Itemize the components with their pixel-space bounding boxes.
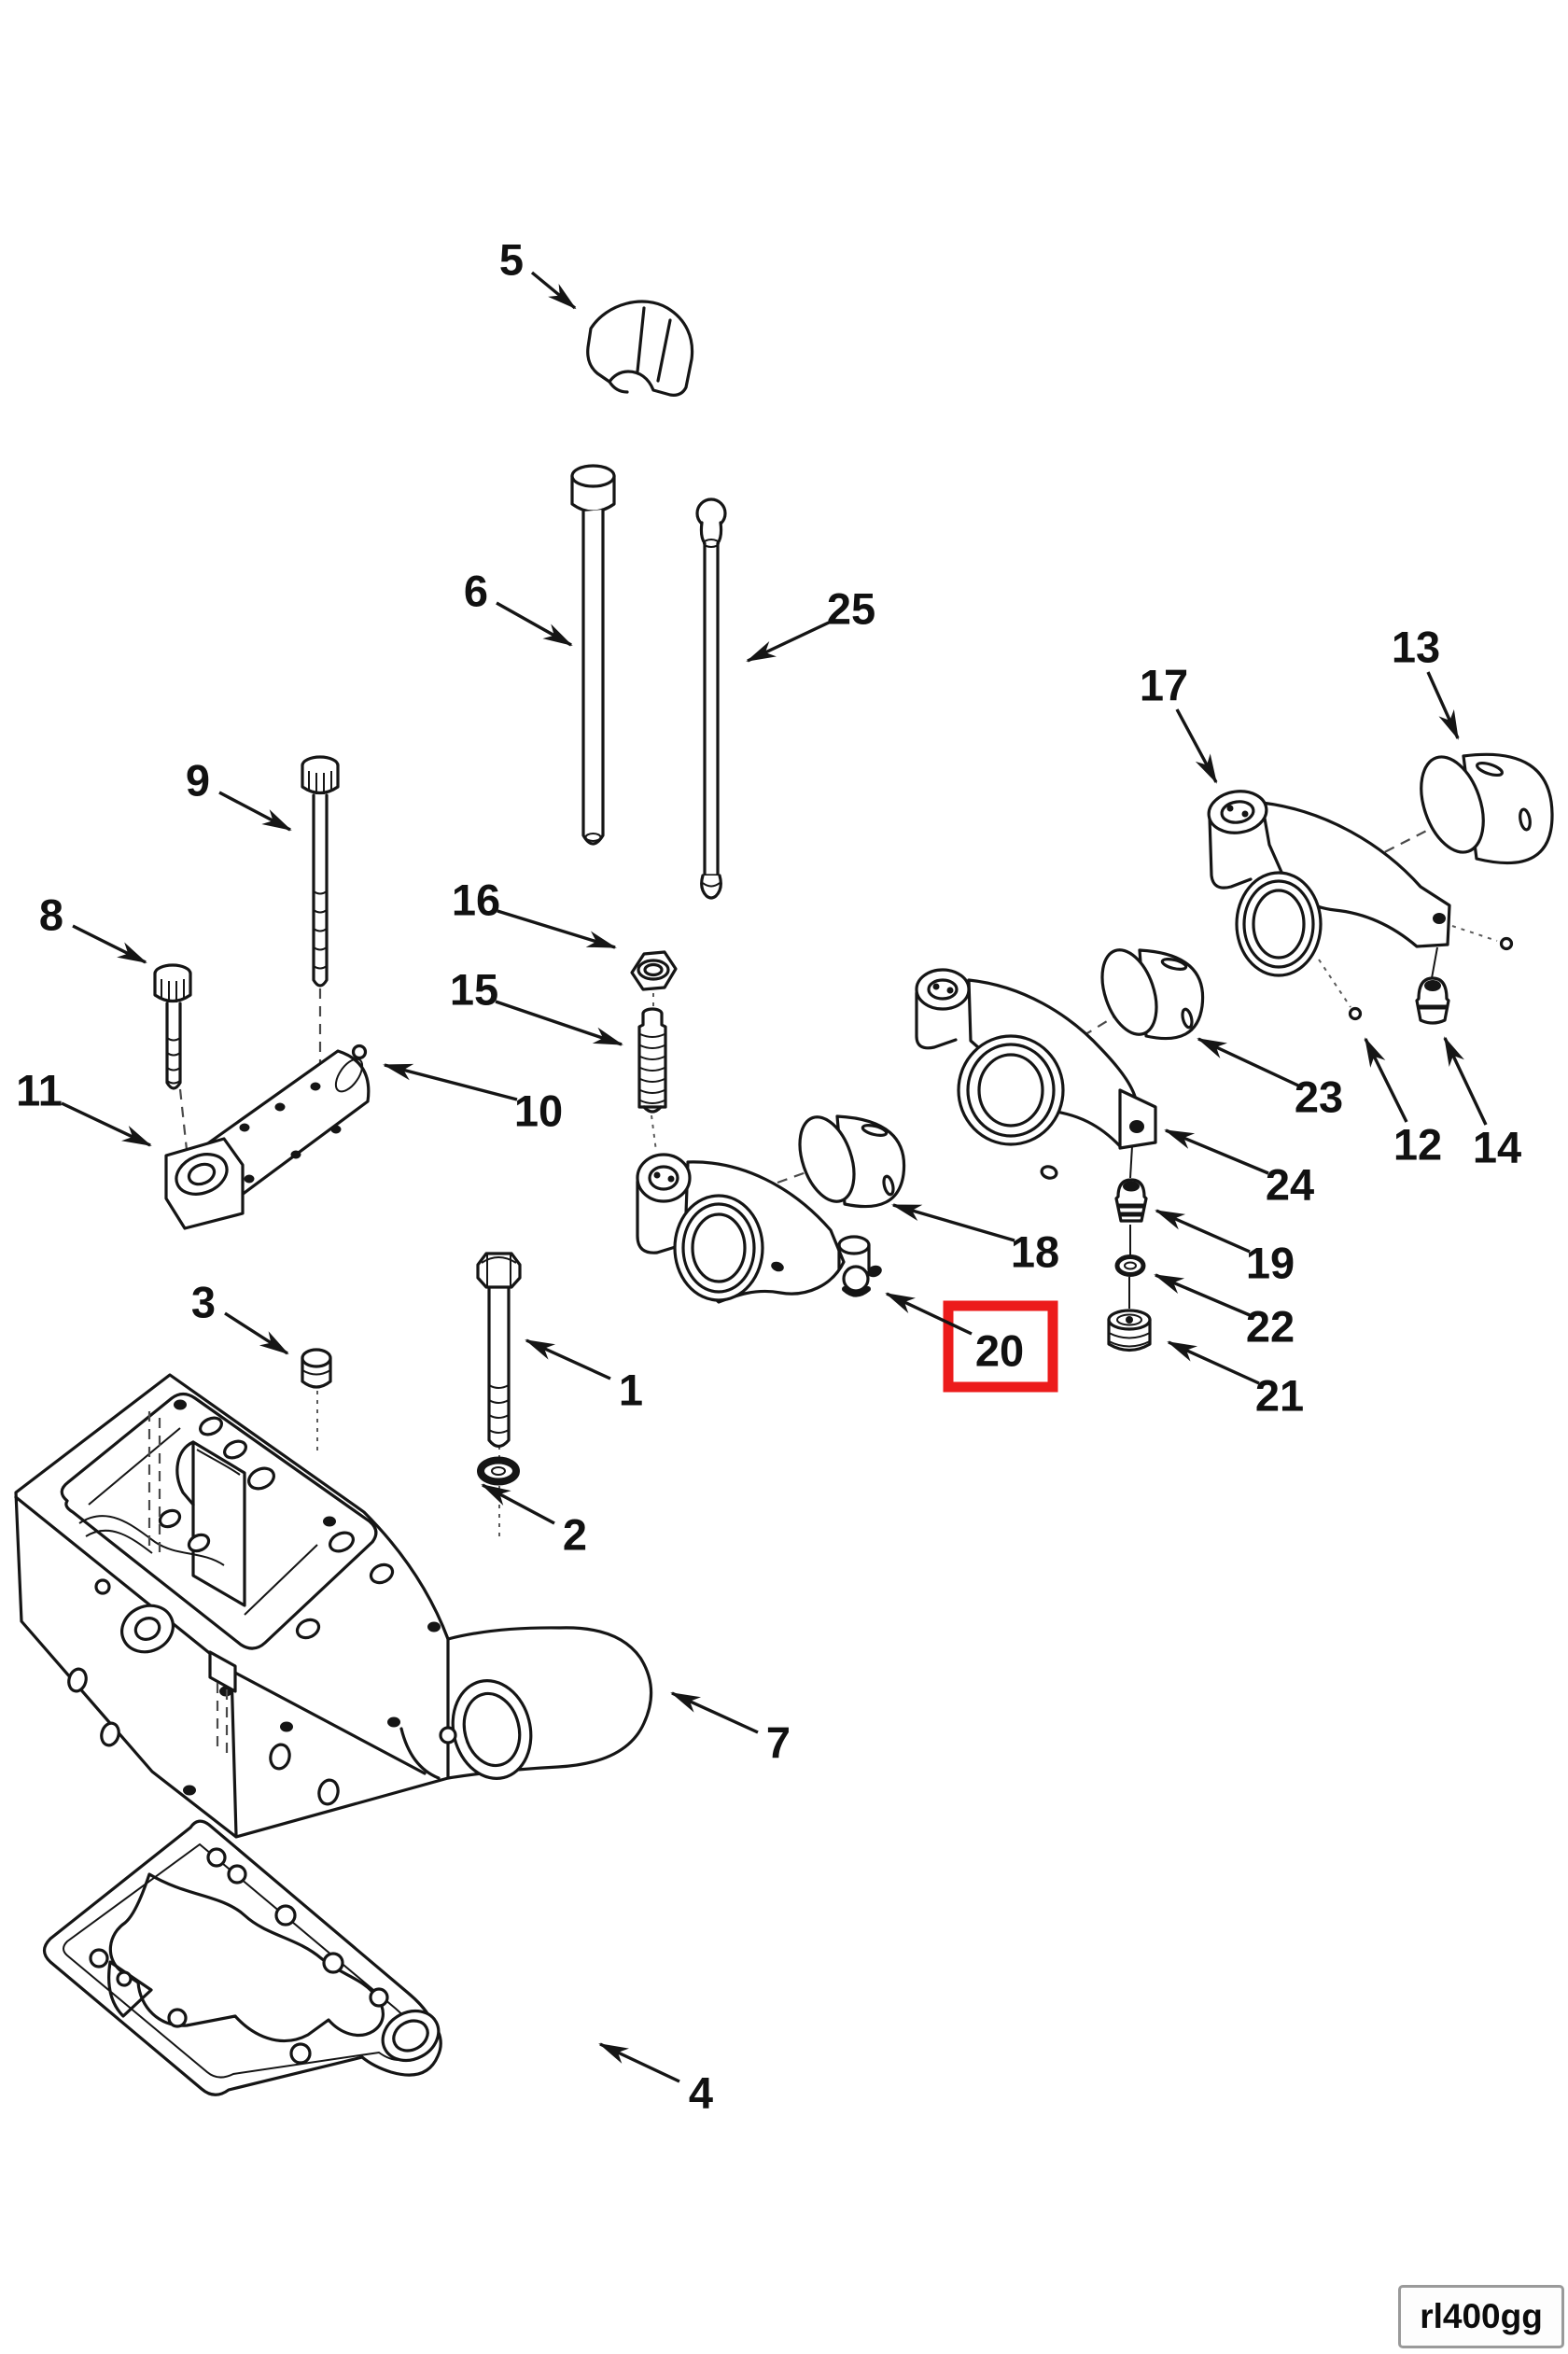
callout-19-leader [1155, 1209, 1251, 1254]
callout-9-label: 9 [186, 756, 210, 806]
callout-1-label: 1 [619, 1366, 643, 1415]
callout-5-label: 5 [499, 235, 524, 285]
part-12-pin [1348, 1006, 1363, 1021]
callout-19-label: 19 [1246, 1239, 1295, 1288]
callout-3-leader [224, 1311, 289, 1355]
part-9-screw [301, 755, 340, 988]
highlight-layer [943, 1300, 1058, 1393]
rocker-lever-front [636, 1153, 882, 1304]
part-16-nut [630, 950, 678, 991]
part-4-gasket [42, 1819, 442, 2096]
figure-code-badge: rl400gg [1398, 2285, 1564, 2348]
callout-6-leader [496, 601, 573, 647]
callout-4-label: 4 [689, 2068, 713, 2118]
part-21-cap [1107, 1309, 1152, 1352]
callout-25-leader [746, 620, 832, 663]
callout-7-label: 7 [766, 1718, 791, 1768]
part-3-cup [301, 1348, 332, 1389]
callout-2-label: 2 [563, 1510, 587, 1560]
callout-18-leader [891, 1203, 1015, 1242]
callout-14-leader [1443, 1036, 1488, 1126]
part-14-cap [1415, 976, 1450, 1025]
callout-12-label: 12 [1393, 1120, 1442, 1170]
callout-23-leader [1197, 1037, 1299, 1087]
callout-9-leader [218, 791, 292, 832]
callout-17-leader [1175, 708, 1218, 784]
part-25-push-rod [695, 497, 727, 900]
callout-24-label: 24 [1266, 1160, 1314, 1210]
part-19-plug [1114, 1178, 1148, 1223]
callout-15-leader [495, 1000, 623, 1046]
callout-16-label: 16 [452, 876, 500, 925]
part-7-cylinder-head [14, 1373, 653, 1839]
part-17-rocker-lever [1207, 790, 1451, 977]
part-6-push-rod [570, 464, 616, 846]
callout-17-label: 17 [1140, 661, 1188, 710]
part-22-o-ring [1114, 1254, 1146, 1277]
callout-8-label: 8 [39, 890, 63, 940]
part-1-hex-bolt [476, 1252, 522, 1449]
callout-20-leader [885, 1292, 973, 1336]
callout-23-label: 23 [1295, 1072, 1343, 1122]
callout-22-label: 22 [1246, 1302, 1295, 1352]
callout-21-leader [1167, 1340, 1260, 1385]
callout-14-label: 14 [1473, 1123, 1521, 1172]
callout-11-label: 11 [16, 1066, 63, 1115]
callout-1-leader [525, 1338, 611, 1380]
callout-10-leader [383, 1063, 518, 1101]
callout-18-label: 18 [1011, 1227, 1059, 1277]
callout-2-leader [481, 1483, 555, 1525]
part-20-ball-screw [837, 1235, 882, 1297]
callout-22-leader [1154, 1273, 1251, 1317]
callout-11-leader [61, 1101, 152, 1147]
callout-6-label: 6 [464, 567, 488, 616]
callout-4-leader [598, 2042, 680, 2083]
callout-7-leader [670, 1691, 759, 1734]
highlight-box-part-20 [943, 1300, 1058, 1393]
part-10-pin [351, 1044, 368, 1060]
part-5-retainer [586, 300, 694, 397]
figure-code-text: rl400gg [1420, 2297, 1543, 2335]
callout-16-leader [497, 909, 617, 949]
callout-3-label: 3 [191, 1278, 216, 1327]
callout-15-label: 15 [450, 965, 498, 1015]
part-11-rocker-shaft [164, 1049, 371, 1230]
pin-right [1499, 936, 1514, 951]
callout-5-leader [530, 271, 577, 310]
callout-21-label: 21 [1255, 1371, 1304, 1421]
part-18-bushing [798, 1114, 906, 1209]
part-8-screw [153, 963, 192, 1090]
callout-12-leader [1364, 1037, 1408, 1123]
callout-24-leader [1164, 1128, 1269, 1175]
callout-25-label: 25 [827, 584, 875, 634]
part-24-rocker-lever [915, 968, 1157, 1180]
callout-13-leader [1426, 671, 1460, 740]
part-13-bushing [1420, 752, 1554, 865]
part-2-washer [477, 1456, 520, 1486]
callout-13-label: 13 [1392, 623, 1440, 672]
part-15-adjusting-screw [637, 1007, 667, 1114]
callout-8-leader [72, 924, 147, 964]
callout-20-label: 20 [975, 1326, 1024, 1376]
callout-10-label: 10 [514, 1086, 563, 1136]
part-23-bushing [1100, 948, 1205, 1041]
